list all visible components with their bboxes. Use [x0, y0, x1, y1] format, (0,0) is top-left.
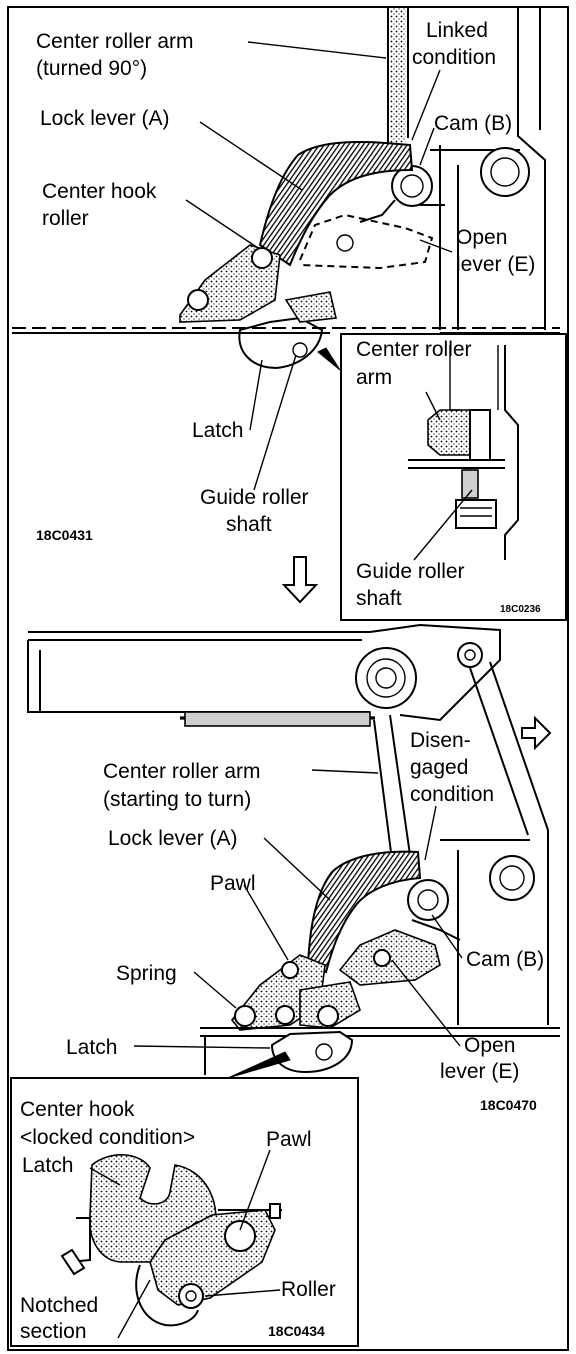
cam-b-pivot	[391, 165, 433, 207]
lbl-center-roller-arm: Center roller arm	[36, 30, 194, 53]
lbl-open: Open	[456, 226, 507, 249]
inset2-lbl-notched: Notched	[20, 1294, 98, 1317]
lbl-shaft: shaft	[226, 513, 272, 536]
right-arrow-icon	[521, 715, 552, 751]
lbl-lever-e: lever (E)	[456, 253, 535, 276]
p2-lbl-spring: Spring	[116, 962, 177, 985]
inset2-lbl-locked-condition: <locked condition>	[20, 1126, 195, 1149]
panel-2-disengaged-condition: Center roller arm (starting to turn) Dis…	[27, 623, 560, 1113]
lbl-turned-90: (turned 90°)	[36, 57, 147, 80]
p2-lbl-disen: Disen-	[410, 729, 471, 752]
lbl-guide-roller: Guide roller	[200, 486, 309, 509]
p2-lbl-lock-lever-a: Lock lever (A)	[108, 827, 238, 850]
inset2-lbl-center-hook: Center hook	[20, 1098, 135, 1121]
figure-code-2: 18C0470	[480, 1097, 537, 1113]
inset1-lbl-guide-roller: Guide roller	[356, 560, 465, 583]
p2-lbl-latch: Latch	[66, 1036, 117, 1059]
p2-lbl-center-roller-arm: Center roller arm	[103, 760, 261, 783]
lbl-cam-b: Cam (B)	[434, 112, 512, 135]
lbl-condition: condition	[412, 46, 496, 69]
inset2-lbl-section: section	[20, 1320, 87, 1343]
inset2-roller	[178, 1283, 204, 1309]
center-roller-arm-rod	[390, 8, 406, 148]
lbl-roller: roller	[42, 207, 89, 230]
inset-1-guide-roller: Center roller arm Guide roller shaft 18C…	[340, 333, 567, 621]
inset2-lbl-latch: Latch	[22, 1154, 73, 1177]
lbl-latch: Latch	[192, 419, 243, 442]
inset2-lbl-roller: Roller	[281, 1278, 336, 1301]
center-hook-roller	[251, 247, 273, 269]
figure-code-inset-2: 18C0434	[268, 1323, 325, 1339]
p2-lbl-cam-b: Cam (B)	[466, 948, 544, 971]
figure-code-1: 18C0431	[36, 527, 93, 543]
inset1-lbl-arm: arm	[356, 366, 392, 389]
lbl-lock-lever-a: Lock lever (A)	[40, 107, 170, 130]
p2-lbl-pawl: Pawl	[210, 872, 256, 895]
panel2-right-pivot	[489, 855, 535, 901]
panel-1-linked-condition: Center roller arm (turned 90°) Linked co…	[12, 8, 560, 604]
lbl-linked: Linked	[426, 19, 488, 42]
down-arrow-icon	[281, 556, 319, 604]
figure-code-inset-1: 18C0236	[500, 604, 541, 615]
p2-lbl-gaged: gaged	[410, 756, 468, 779]
inset1-lbl-shaft: shaft	[356, 587, 402, 610]
p2-lbl-starting-to-turn: (starting to turn)	[103, 788, 251, 811]
p2-lbl-open: Open	[464, 1034, 515, 1057]
lock-lever-a	[258, 141, 414, 267]
panel2-cam-b	[407, 879, 449, 921]
pivot-right	[480, 147, 530, 197]
inset1-lbl-center-roller: Center roller	[356, 338, 472, 361]
inset2-lbl-pawl: Pawl	[266, 1128, 312, 1151]
latch-1	[238, 316, 324, 370]
outer-frame	[7, 6, 569, 1351]
inset-2-locked-condition: Center hook <locked condition> Latch Paw…	[10, 1077, 359, 1347]
open-lever-e	[299, 213, 434, 270]
p2-lbl-lever-e: lever (E)	[440, 1060, 519, 1083]
p2-lbl-condition: condition	[410, 783, 494, 806]
lbl-center-hook: Center hook	[42, 180, 157, 203]
rail-bottom	[184, 711, 371, 727]
panel2-upper-pivot	[355, 647, 417, 709]
